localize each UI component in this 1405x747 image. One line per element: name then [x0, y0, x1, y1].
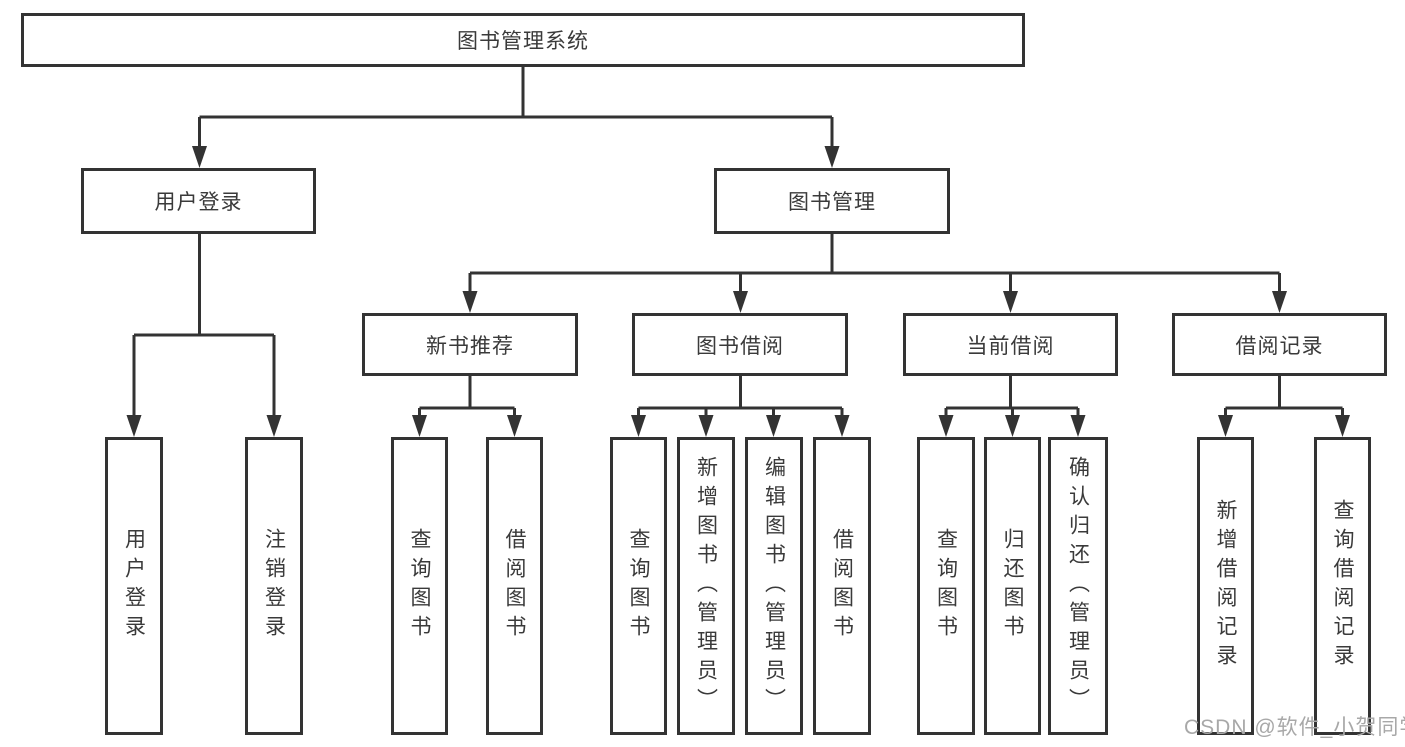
arrowhead — [126, 415, 142, 437]
node-borrowing-records: 借阅记录 — [1172, 313, 1387, 376]
node-book-management: 图书管理 — [714, 168, 950, 234]
arrowhead — [733, 291, 748, 313]
arrowhead — [1070, 415, 1086, 437]
node-current-borrowing: 当前借阅 — [903, 313, 1118, 376]
node-query-books-recommend: 查询图书 — [391, 437, 448, 735]
node-user-login-leaf: 用户登录 — [105, 437, 163, 735]
arrowhead — [766, 415, 781, 437]
connector-path — [1224, 376, 1344, 421]
watermark: CSDN @软件_小贺同学 — [1184, 716, 1405, 739]
arrowhead — [507, 415, 522, 437]
arrowhead — [1005, 415, 1020, 437]
node-root: 图书管理系统 — [21, 13, 1025, 67]
connector-path — [944, 376, 1080, 421]
node-query-books-borrowing: 查询图书 — [610, 437, 667, 735]
arrowhead — [192, 146, 207, 168]
node-borrow-books-leaf: 借阅图书 — [813, 437, 871, 735]
connector-path — [198, 67, 834, 150]
arrowhead — [631, 415, 646, 437]
connector-path — [637, 376, 844, 421]
arrowhead — [266, 415, 282, 437]
node-book-borrowing: 图书借阅 — [632, 313, 848, 376]
node-edit-books-admin: 编辑图书（管理员） — [745, 437, 803, 735]
node-query-borrow-record: 查询借阅记录 — [1314, 437, 1371, 735]
arrowhead — [462, 291, 478, 313]
node-logout: 注销登录 — [245, 437, 303, 735]
node-user-login: 用户登录 — [81, 168, 316, 234]
arrowhead — [824, 146, 840, 168]
node-new-book-recommend: 新书推荐 — [362, 313, 578, 376]
node-return-books: 归还图书 — [984, 437, 1041, 735]
arrowhead — [938, 415, 954, 437]
node-confirm-return-admin: 确认归还（管理员） — [1048, 437, 1108, 735]
arrowhead — [1335, 415, 1350, 437]
arrowhead — [1272, 291, 1287, 313]
arrowheads — [126, 146, 1350, 437]
node-query-books-current: 查询图书 — [917, 437, 975, 735]
node-add-books-admin: 新增图书（管理员） — [677, 437, 735, 735]
node-add-borrow-record: 新增借阅记录 — [1197, 437, 1254, 735]
connector-path — [132, 234, 276, 419]
connector-path — [468, 234, 1281, 296]
arrowhead — [1003, 291, 1018, 313]
arrowhead — [834, 415, 850, 437]
connector-path — [418, 376, 516, 421]
arrowhead — [1218, 415, 1233, 437]
arrowhead — [698, 415, 714, 437]
node-borrow-books-recommend: 借阅图书 — [486, 437, 543, 735]
arrowhead — [412, 415, 427, 437]
